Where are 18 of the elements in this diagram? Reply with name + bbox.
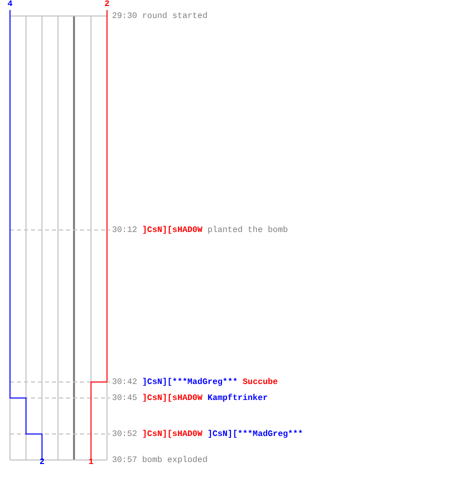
player-name: ]CsN][***MadGreg*** [207, 429, 303, 439]
player-count: 2 [104, 0, 110, 9]
event-text: planted the bomb [207, 225, 288, 235]
timestamp: 30:12 [112, 225, 138, 235]
timestamp: 30:57 [112, 455, 138, 465]
event-text: bomb exploded [142, 455, 208, 465]
player-name: ]CsN][sHAD0W [142, 429, 202, 439]
player-name: ]CsN][sHAD0W [142, 225, 202, 235]
player-name: Succube [242, 377, 278, 387]
timestamp: 30:45 [112, 393, 138, 403]
timestamp: 29:30 [112, 11, 138, 21]
player-name: ]CsN][sHAD0W [142, 393, 202, 403]
timestamp: 30:42 [112, 377, 138, 387]
player-name: ]CsN][***MadGreg*** [142, 377, 238, 387]
timestamp: 30:52 [112, 429, 138, 439]
player-name: Kampftrinker [207, 393, 268, 403]
event-text: round started [142, 11, 208, 21]
player-count: 4 [7, 0, 13, 9]
